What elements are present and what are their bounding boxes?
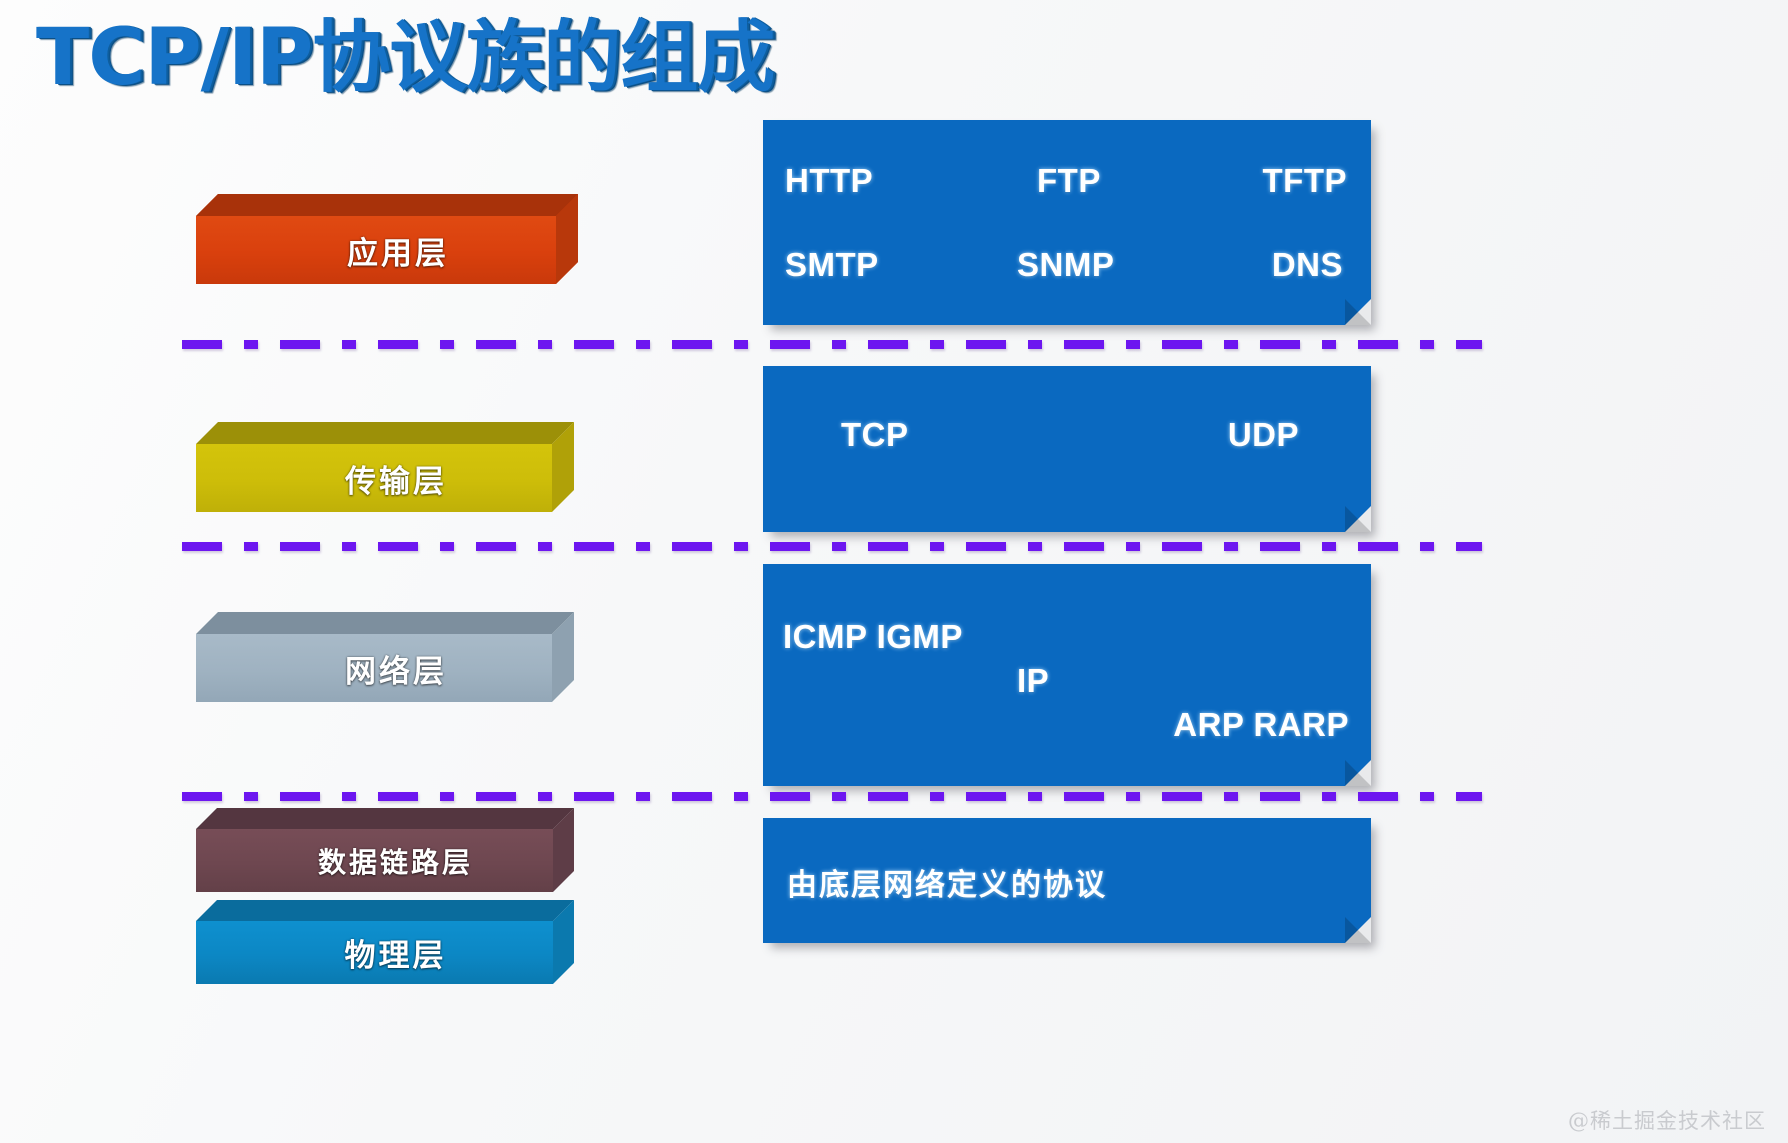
- layer-label-transport: 传输层: [345, 463, 447, 500]
- layer-block-network[interactable]: 网络层: [196, 612, 574, 702]
- protocol-http: HTTP: [785, 162, 874, 199]
- protocol-ip: IP: [1017, 662, 1050, 699]
- protocol-box-link-physical[interactable]: 由底层网络定义的协议: [763, 818, 1371, 943]
- folded-corner-shade-icon: [1345, 917, 1371, 943]
- layer-block-data-link[interactable]: 数据链路层: [196, 808, 574, 892]
- layer-label-wrap-data-link: 数据链路层: [217, 829, 574, 892]
- layer-label-wrap-application: 应用层: [218, 216, 578, 284]
- protocol-box-transport[interactable]: TCP UDP: [763, 366, 1371, 532]
- protocol-snmp: SNMP: [1017, 246, 1115, 283]
- protocol-box-network[interactable]: ICMP IGMP IP ARP RARP: [763, 564, 1371, 786]
- folded-corner-icon: [1345, 917, 1371, 943]
- layer-label-wrap-transport: 传输层: [218, 444, 574, 512]
- layer-label-network: 网络层: [345, 653, 447, 690]
- layer-block-physical[interactable]: 物理层: [196, 900, 574, 984]
- layer-label-wrap-network: 网络层: [218, 634, 574, 702]
- layer-block-application[interactable]: 应用层: [196, 194, 578, 284]
- protocol-tftp: TFTP: [1262, 162, 1347, 199]
- protocol-arp-rarp: ARP RARP: [1173, 706, 1349, 743]
- folded-corner-shade-icon: [1345, 506, 1371, 532]
- folded-corner-shade-icon: [1345, 760, 1371, 786]
- protocol-ftp: FTP: [1037, 162, 1101, 199]
- folded-corner-shade-icon: [1345, 299, 1371, 325]
- divider-network-link: [182, 792, 1482, 801]
- protocol-tcp: TCP: [841, 416, 909, 453]
- divider-app-transport: [182, 340, 1482, 349]
- protocol-box-application[interactable]: HTTP FTP TFTP SMTP SNMP DNS: [763, 120, 1371, 325]
- cube-3d-shape-data-link: [196, 808, 574, 892]
- layer-label-wrap-physical: 物理层: [217, 921, 574, 984]
- watermark: @稀土掘金技术社区: [1568, 1109, 1766, 1133]
- folded-corner-icon: [1345, 760, 1371, 786]
- folded-corner-icon: [1345, 299, 1371, 325]
- cube-3d-shape-application: [196, 194, 578, 284]
- layer-label-data-link: 数据链路层: [317, 845, 473, 879]
- protocol-underlying-network: 由底层网络定义的协议: [787, 868, 1107, 903]
- layer-label-application: 应用层: [347, 235, 449, 272]
- protocol-dns: DNS: [1271, 246, 1343, 283]
- protocol-smtp: SMTP: [785, 246, 879, 283]
- cube-3d-shape-network: [196, 612, 574, 702]
- layer-block-transport[interactable]: 传输层: [196, 422, 574, 512]
- cube-3d-shape-transport: [196, 422, 574, 512]
- divider-transport-network: [182, 542, 1482, 551]
- page-title: TCP/IP协议族的组成: [36, 13, 775, 103]
- cube-3d-shape-physical: [196, 900, 574, 984]
- layer-label-physical: 物理层: [344, 938, 447, 974]
- protocol-icmp-igmp: ICMP IGMP: [783, 618, 963, 655]
- protocol-udp: UDP: [1227, 416, 1299, 453]
- folded-corner-icon: [1345, 506, 1371, 532]
